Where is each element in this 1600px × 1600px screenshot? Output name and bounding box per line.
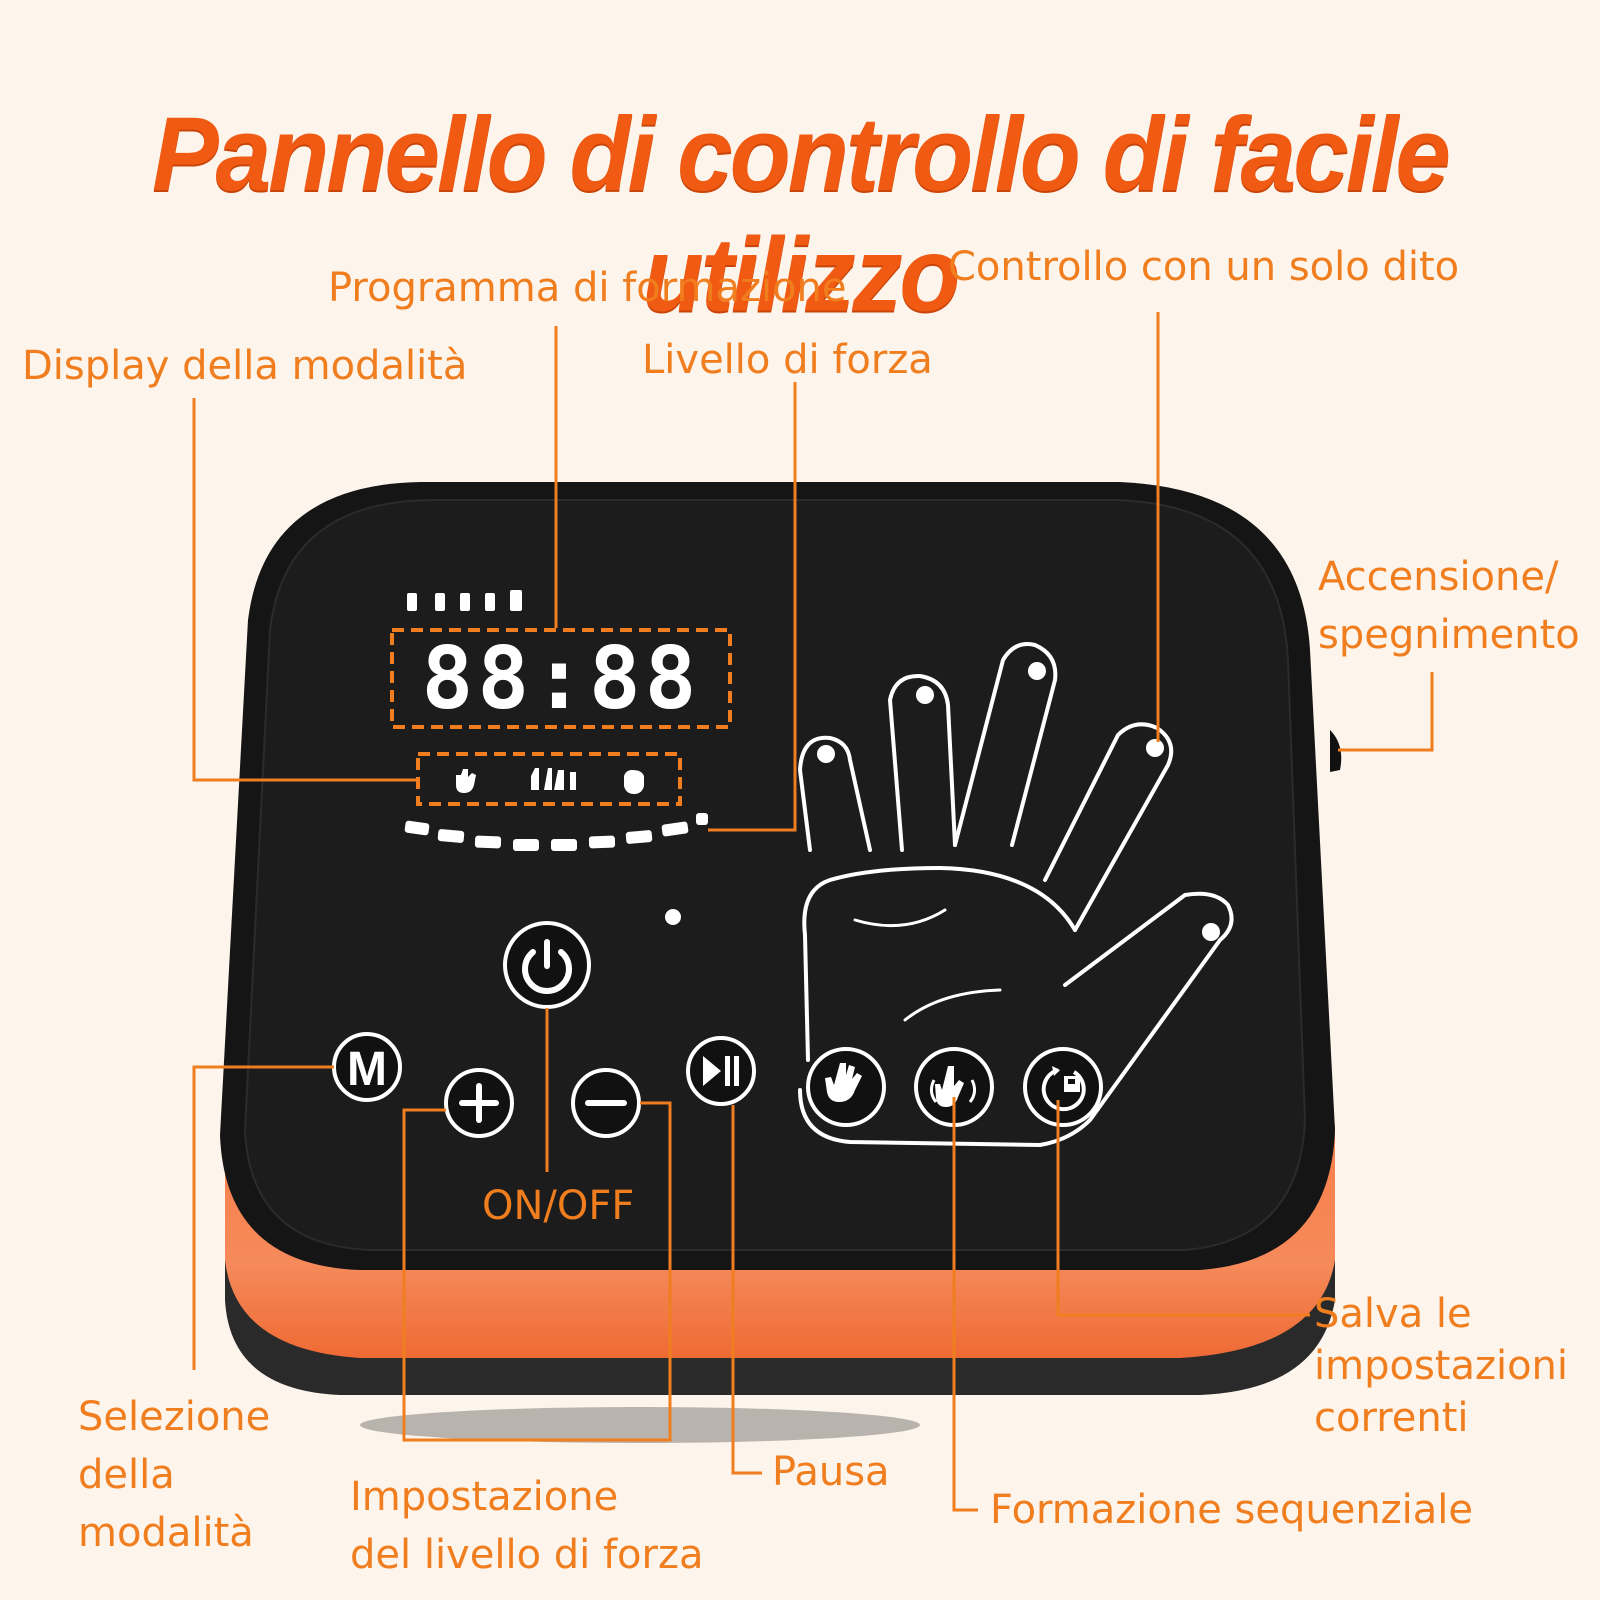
label-accensione-line1: Accensione/ bbox=[1318, 554, 1559, 600]
indicator-dot bbox=[665, 909, 681, 925]
save-icon bbox=[1041, 1066, 1086, 1112]
save-settings-button[interactable] bbox=[1023, 1047, 1103, 1127]
label-controllo-dito: Controllo con un solo dito bbox=[948, 244, 1460, 290]
label-programma-formazione: Programma di formazione bbox=[328, 265, 847, 311]
battery-indicator bbox=[407, 590, 522, 611]
device-top bbox=[220, 482, 1342, 1270]
label-livello-forza: Livello di forza bbox=[642, 337, 933, 383]
label-selezione-line1: Selezione bbox=[78, 1394, 271, 1440]
label-salva-impostazioni: Salva le impostazioni correnti bbox=[1314, 1288, 1568, 1444]
hand-fist-icon bbox=[624, 770, 644, 794]
label-display-modalita: Display della modalità bbox=[22, 343, 468, 389]
label-impostazione-line2: del livello di forza bbox=[350, 1532, 704, 1578]
finger-dots bbox=[817, 662, 1220, 941]
label-formazione-sequenziale: Formazione sequenziale bbox=[990, 1487, 1474, 1533]
digit-display: 88:88 bbox=[422, 629, 701, 729]
power-button[interactable] bbox=[503, 921, 591, 1009]
label-impostazione-line1: Impostazione bbox=[350, 1474, 619, 1520]
plus-icon bbox=[459, 1083, 499, 1123]
minus-button[interactable] bbox=[571, 1068, 641, 1138]
two-hands-icon bbox=[531, 768, 576, 790]
hand-open-icon bbox=[456, 769, 476, 793]
mode-select-button[interactable]: M bbox=[332, 1032, 402, 1102]
play-pause-button[interactable] bbox=[686, 1036, 756, 1106]
label-selezione-modalita: Selezione della modalità bbox=[78, 1388, 270, 1562]
plus-button[interactable] bbox=[444, 1068, 514, 1138]
label-salva-line3: correnti bbox=[1314, 1395, 1469, 1441]
page-title: Pannello di controllo di facile utilizzo bbox=[151, 95, 1451, 334]
sequential-hand-icon bbox=[929, 1066, 977, 1107]
hand-raised-icon bbox=[825, 1063, 862, 1102]
label-impostazione-livello: Impostazione del livello di forza bbox=[350, 1468, 703, 1584]
mode-display-icons bbox=[456, 768, 644, 794]
callout-lines bbox=[192, 312, 1434, 1512]
display-highlight bbox=[390, 628, 732, 729]
label-salva-line1: Salva le bbox=[1314, 1291, 1472, 1337]
label-pausa: Pausa bbox=[772, 1449, 890, 1495]
mode-select-label: M bbox=[347, 1043, 387, 1096]
force-level-bar bbox=[404, 813, 708, 851]
single-finger-button[interactable] bbox=[806, 1047, 886, 1127]
label-accensione-line2: spegnimento bbox=[1318, 612, 1580, 658]
sequential-button[interactable] bbox=[914, 1047, 994, 1127]
label-accensione: Accensione/ spegnimento bbox=[1318, 548, 1580, 664]
label-selezione-line2: della bbox=[78, 1452, 175, 1498]
label-on-off: ON/OFF bbox=[482, 1183, 635, 1229]
label-salva-line2: impostazioni bbox=[1314, 1343, 1569, 1389]
play-pause-icon bbox=[703, 1056, 739, 1086]
label-selezione-line3: modalità bbox=[78, 1510, 254, 1556]
power-icon bbox=[522, 939, 572, 994]
